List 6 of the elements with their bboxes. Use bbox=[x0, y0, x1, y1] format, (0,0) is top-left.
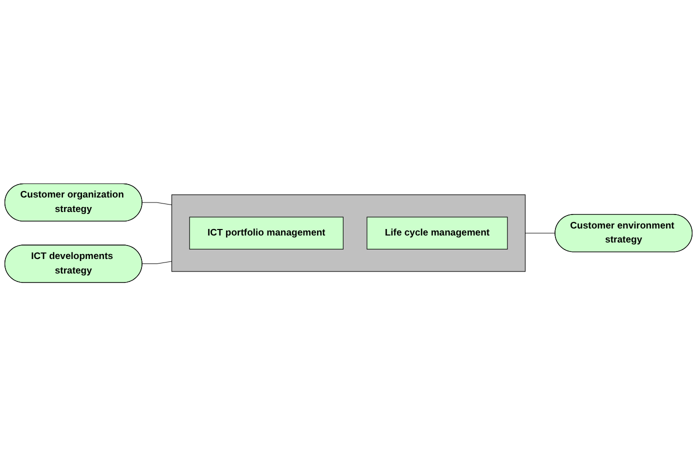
connector bbox=[142, 202, 172, 206]
node-box: Life cycle management bbox=[366, 216, 508, 250]
connector bbox=[524, 232, 556, 234]
cluster bbox=[171, 194, 526, 272]
connector bbox=[142, 260, 172, 264]
node-box: ICT portfolio management bbox=[189, 216, 344, 250]
